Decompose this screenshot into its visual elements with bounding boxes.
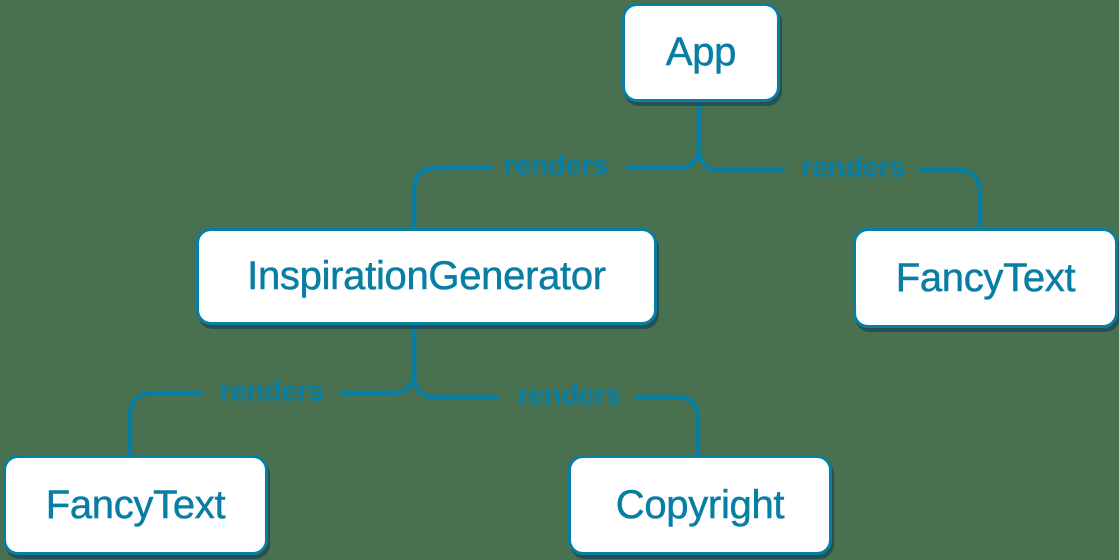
- node-fancy-text-top-right-label: FancyText: [895, 255, 1076, 300]
- edge-label-renders-inspiration-generator-fancy-text: renders: [219, 375, 325, 408]
- edge-label-renders-app-inspiration-generator: renders: [503, 149, 609, 182]
- edge-app-to-fancy-text: [696, 101, 983, 231]
- edge-inspiration-generator-to-copyright: [411, 324, 701, 458]
- node-fancy-text-bottom-left: FancyText: [3, 455, 268, 555]
- node-copyright: Copyright: [568, 455, 832, 555]
- node-fancy-text-top-right: FancyText: [853, 228, 1118, 328]
- node-app-label: App: [665, 30, 737, 75]
- node-inspiration-generator: InspirationGenerator: [196, 228, 657, 325]
- edge-label-renders-inspiration-generator-copyright: renders: [516, 379, 622, 412]
- node-app: App: [622, 3, 780, 102]
- edge-label-renders-app-fancy-text: renders: [800, 151, 906, 184]
- node-fancy-text-bottom-left-label: FancyText: [45, 482, 226, 527]
- node-copyright-label: Copyright: [615, 482, 785, 527]
- node-inspiration-generator-label: InspirationGenerator: [247, 254, 606, 299]
